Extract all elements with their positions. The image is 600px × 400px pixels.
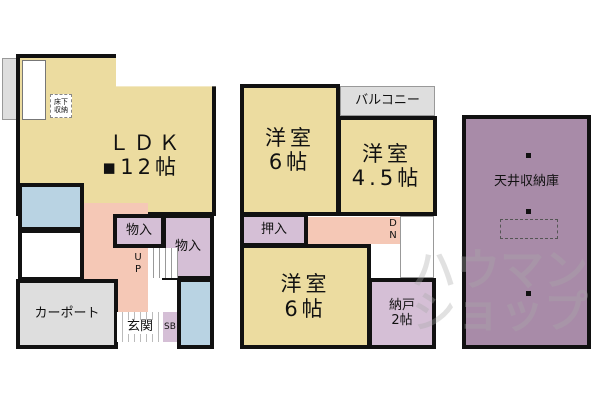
attic-storage: 天井収納庫: [462, 115, 591, 349]
stairs-up: [148, 248, 178, 278]
shoebox: SB: [163, 312, 177, 342]
carport-label: カーポート: [34, 305, 100, 321]
marker: [526, 291, 531, 296]
storage-size: 2帖: [391, 312, 413, 328]
western-room-6-south: 洋室 6帖: [240, 244, 371, 349]
corridor: [308, 217, 400, 244]
oshiire-label: 押入: [260, 221, 287, 237]
marker: [526, 209, 531, 214]
room-size: 6帖: [284, 296, 327, 321]
western-room-6-north: 洋室 6帖: [240, 84, 340, 216]
entrance-label: 玄関: [126, 318, 153, 335]
closet-2-label: 物入: [174, 238, 201, 254]
attic-label: 天井収納庫: [493, 174, 559, 189]
carport: カーポート: [16, 279, 118, 349]
stairs-down: [400, 216, 434, 278]
room-name: 洋室: [265, 125, 315, 150]
closet-1-label: 物入: [125, 222, 152, 238]
room-name: 洋室: [280, 272, 331, 297]
room-size: 6帖: [268, 150, 312, 174]
closet-1: 物入: [113, 214, 165, 248]
stairs-up-label: UP: [134, 252, 142, 275]
balcony-label: バルコニー: [355, 92, 420, 108]
storage-room: 納戸 2帖: [368, 278, 436, 349]
watermark-logo: ハウマンショップ: [412, 245, 588, 338]
kitchen-window: [2, 58, 18, 120]
room-size: 4.5帖: [351, 166, 423, 190]
stairs-down-label: DN: [389, 218, 397, 241]
kitchen-counter: [22, 60, 46, 120]
room-name: 洋室: [362, 141, 412, 166]
ldk-size: ▪12帖: [102, 155, 180, 179]
balcony: バルコニー: [340, 86, 435, 116]
storage-name: 納戸: [388, 297, 415, 313]
bathroom: [18, 229, 84, 281]
hatch-outline: [500, 219, 558, 239]
oshiire-closet: 押入: [240, 213, 308, 247]
toilet: [177, 278, 214, 349]
ldk-label: ＬＤＫ: [108, 130, 184, 155]
washroom: [18, 183, 84, 231]
entrance: 玄関: [117, 312, 163, 342]
marker: [526, 153, 531, 158]
underfloor-storage: 床下 収納: [50, 94, 72, 118]
western-room-4-5: 洋室 4.5帖: [337, 116, 437, 216]
closet-2: 物入: [162, 214, 214, 280]
